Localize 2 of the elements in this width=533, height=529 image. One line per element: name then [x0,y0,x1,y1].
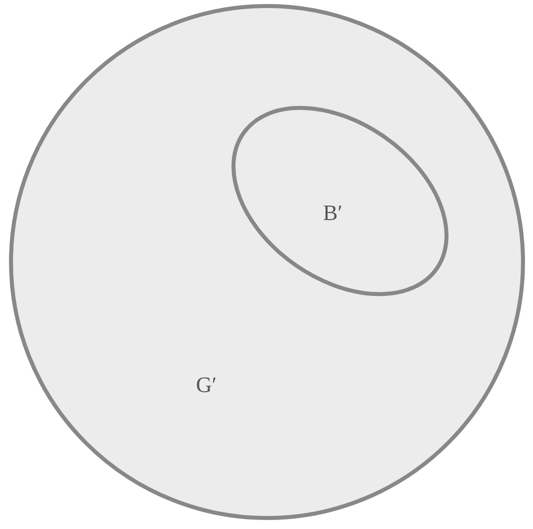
set-label: G′ [196,372,217,398]
set-label: B′ [323,200,342,226]
